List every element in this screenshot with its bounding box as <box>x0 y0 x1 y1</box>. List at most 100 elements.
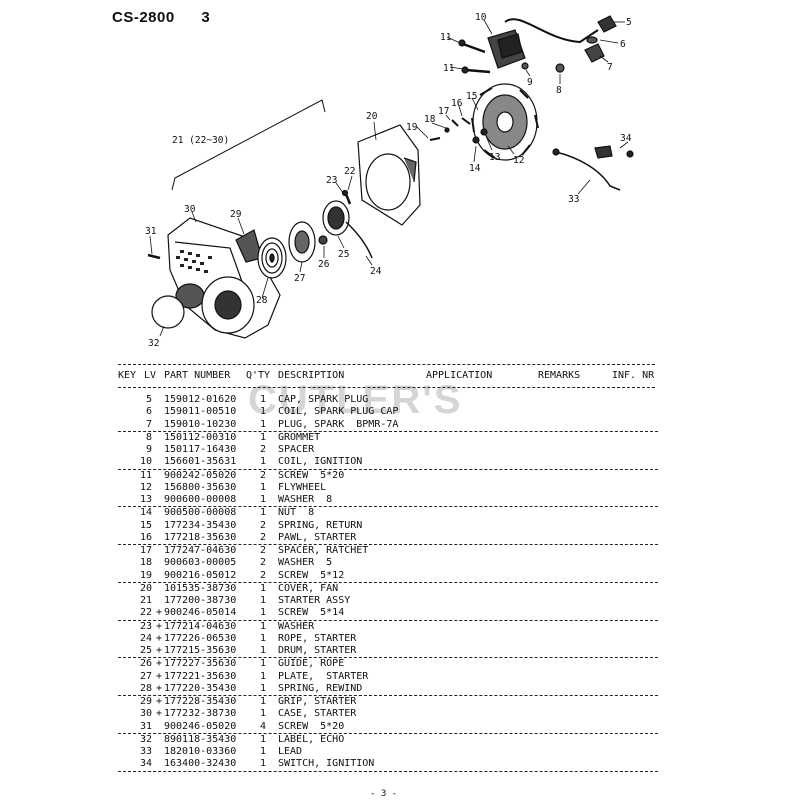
row-key: 33 <box>139 746 152 757</box>
header-application: APPLICATION <box>426 370 493 381</box>
row-description: SPACER, RATCHET <box>278 545 369 556</box>
starter-assy-bracket <box>171 99 326 191</box>
row-key: 17 <box>139 545 152 556</box>
row-description: NUT 8 <box>278 507 315 519</box>
row-quantity: 2 <box>259 444 267 455</box>
row-quantity: 1 <box>259 670 267 682</box>
row-key: 34 <box>139 758 152 770</box>
row-key: 32 <box>139 733 152 745</box>
row-part-number: 101535-38730 <box>164 582 237 594</box>
row-quantity: 2 <box>259 531 267 543</box>
callout-11b: 11 <box>443 63 455 74</box>
row-key: 22 <box>139 607 152 619</box>
row-quantity: 1 <box>259 418 267 430</box>
row-part-number: 150117-16430 <box>164 444 237 455</box>
row-quantity: 1 <box>259 746 267 757</box>
callout-23: 23 <box>326 175 337 186</box>
row-part-number: 900242-05020 <box>164 469 237 481</box>
row-description: SPACER <box>278 444 315 455</box>
row-description: CAP, SPARK PLUG <box>278 394 369 405</box>
row-key: 16 <box>139 531 152 543</box>
callout-34: 34 <box>620 133 632 144</box>
fan-cover-part <box>357 124 421 226</box>
row-key: 30 <box>139 708 152 720</box>
row-part-number: 177226-06530 <box>164 632 237 644</box>
flywheel-part <box>471 83 539 161</box>
row-quantity: 1 <box>259 620 267 632</box>
row-key: 9 <box>145 444 152 455</box>
grommet-part <box>555 63 565 73</box>
row-description: DRUM, STARTER <box>278 645 357 656</box>
row-quantity: 4 <box>259 720 267 732</box>
row-key: 18 <box>139 557 152 569</box>
callout-20: 20 <box>366 111 378 122</box>
row-part-number: 177200-38730 <box>164 595 237 606</box>
row-part-number: 177232-38730 <box>164 708 237 720</box>
callout-33: 33 <box>568 194 579 205</box>
row-description: SWITCH, IGNITION <box>278 758 375 770</box>
row-key: 8 <box>145 431 152 443</box>
row-description: LEAD <box>278 746 303 757</box>
drum-screw <box>344 193 352 205</box>
row-description: WASHER <box>278 620 315 632</box>
row-quantity: 2 <box>259 569 267 581</box>
row-part-number: 900600-00008 <box>164 494 237 505</box>
callout-10: 10 <box>475 12 487 23</box>
row-description: FLYWHEEL <box>278 481 327 493</box>
callout-13: 13 <box>489 152 500 163</box>
row-description: COVER, FAN <box>278 582 339 594</box>
row-key: 21 <box>139 595 152 606</box>
starter-drum-rope <box>322 200 373 259</box>
header-lv: LV <box>144 370 157 381</box>
row-level: + <box>155 645 163 656</box>
row-description: PLUG, SPARK BPMR-7A <box>278 418 399 430</box>
callout-26: 26 <box>318 259 330 270</box>
row-key: 5 <box>145 394 152 405</box>
page-number: - 3 - <box>370 789 398 799</box>
row-quantity: 1 <box>259 645 267 656</box>
row-quantity: 1 <box>259 607 267 619</box>
callout-29: 29 <box>230 209 242 220</box>
model-label: CS-2800 <box>112 9 175 26</box>
row-key: 12 <box>139 481 152 493</box>
callout-24: 24 <box>370 266 382 277</box>
row-description: SPRING, RETURN <box>278 519 363 531</box>
callout-31: 31 <box>145 226 157 237</box>
row-part-number: 900246-05014 <box>164 607 237 619</box>
row-description: WASHER 5 <box>278 557 333 569</box>
header-description: DESCRIPTION <box>278 370 345 381</box>
watermark-text: CUTLER'S <box>248 378 463 422</box>
table-row: 9 150117-16430 2 SPACER <box>118 444 658 456</box>
callout-19: 19 <box>406 122 418 133</box>
exploded-parts-diagram: 5 6 7 8 9 10 11 11 12 13 14 15 16 17 18 … <box>145 12 634 349</box>
row-quantity: 1 <box>259 456 267 468</box>
row-part-number: 177228-35430 <box>164 696 237 707</box>
row-quantity: 2 <box>259 519 267 531</box>
row-part-number: 900500-00008 <box>164 507 237 519</box>
row-quantity: 1 <box>259 507 267 519</box>
callout-12: 12 <box>513 155 524 166</box>
row-key: 27 <box>139 670 152 682</box>
row-part-number: 177215-35630 <box>164 645 237 656</box>
row-key: 15 <box>139 519 152 531</box>
callout-25: 25 <box>338 249 349 260</box>
row-part-number: 900216-05012 <box>164 569 237 581</box>
header-key: KEY <box>118 370 137 381</box>
table-top-rule <box>118 364 655 365</box>
row-description: SCREW 5*12 <box>278 569 345 581</box>
row-part-number: 150112-00310 <box>164 431 237 443</box>
